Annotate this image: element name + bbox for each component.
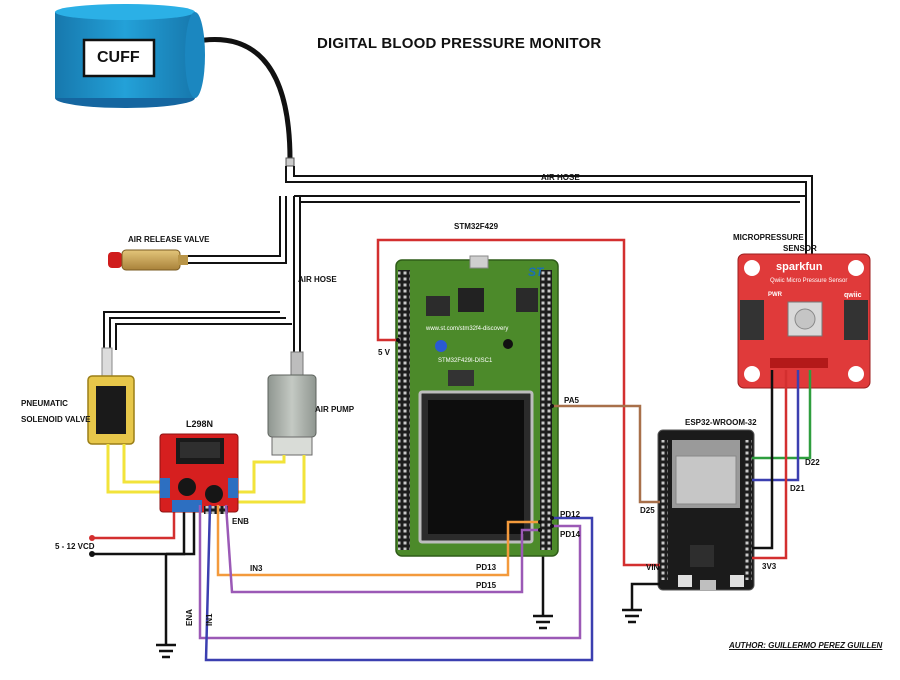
- l298n-label: L298N: [186, 419, 214, 429]
- stm32-board-illustration: ST: [395, 255, 559, 557]
- air-pump-label: AIR PUMP: [315, 405, 355, 414]
- pd13-label: PD13: [476, 563, 497, 572]
- pd15-label: PD15: [476, 581, 497, 590]
- sensor-brand-text: sparkfun: [776, 261, 823, 273]
- in1-label: IN1: [205, 613, 214, 626]
- ground-symbols: [156, 548, 642, 659]
- solenoid-label-line2: SOLENOID VALVE: [21, 415, 91, 424]
- board-model-text: STM32F429I-DISC1: [438, 358, 493, 364]
- cuff-illustration: [55, 4, 205, 108]
- sensor-qwiic-text: qwiic: [844, 292, 862, 299]
- sensor-illustration: [737, 253, 871, 389]
- l298n-illustration: [159, 433, 239, 514]
- pin-markers: [396, 338, 554, 532]
- air-release-valve-label: AIR RELEASE VALVE: [128, 235, 210, 244]
- supply-label: 5 - 12 VCD: [55, 542, 95, 551]
- board-url-text: www.st.com/stm32f4-discovery: [426, 326, 509, 332]
- esp32-illustration: [657, 429, 755, 591]
- d25-label: D25: [640, 506, 655, 515]
- air-pump-illustration: [267, 351, 317, 456]
- sensor-label-line2: SENSOR: [783, 244, 817, 253]
- air-hose-mid-label: AIR HOSE: [298, 275, 337, 284]
- svg-text:ST: ST: [528, 265, 545, 279]
- sensor-label-line1: MICROPRESSURE: [733, 233, 804, 242]
- author-credit: AUTHOR: GUILLERMO PEREZ GUILLEN: [729, 641, 883, 650]
- pd14-label: PD14: [560, 530, 581, 539]
- diagram-title: DIGITAL BLOOD PRESSURE MONITOR: [317, 35, 602, 52]
- sensor-product-text: Qwiic Micro Pressure Sensor: [770, 278, 848, 284]
- air-hose-lines: [103, 37, 813, 355]
- esp32-label: ESP32-WROOM-32: [685, 418, 757, 427]
- pa5-label: PA5: [564, 396, 579, 405]
- d22-label: D22: [805, 458, 820, 467]
- air-hose-top-label: AIR HOSE: [541, 173, 580, 182]
- solenoid-label-line1: PNEUMATIC: [21, 399, 68, 408]
- v3v3-label: 3V3: [762, 562, 777, 571]
- cuff-label: CUFF: [97, 49, 140, 66]
- power-wires: [89, 444, 306, 645]
- five-v-label: 5 V: [378, 348, 391, 357]
- ena-label: ENA: [185, 609, 194, 626]
- solenoid-valve-illustration: [87, 347, 135, 445]
- vin-label: VIN: [646, 563, 660, 572]
- in3-label: IN3: [250, 564, 263, 573]
- air-release-valve-illustration: [108, 249, 188, 271]
- stm32-label: STM32F429: [454, 222, 499, 231]
- d21-label: D21: [790, 484, 805, 493]
- enb-label: ENB: [232, 517, 249, 526]
- signal-wires: [198, 238, 812, 662]
- sensor-pwr-text: PWR: [768, 292, 782, 298]
- pd12-label: PD12: [560, 510, 581, 519]
